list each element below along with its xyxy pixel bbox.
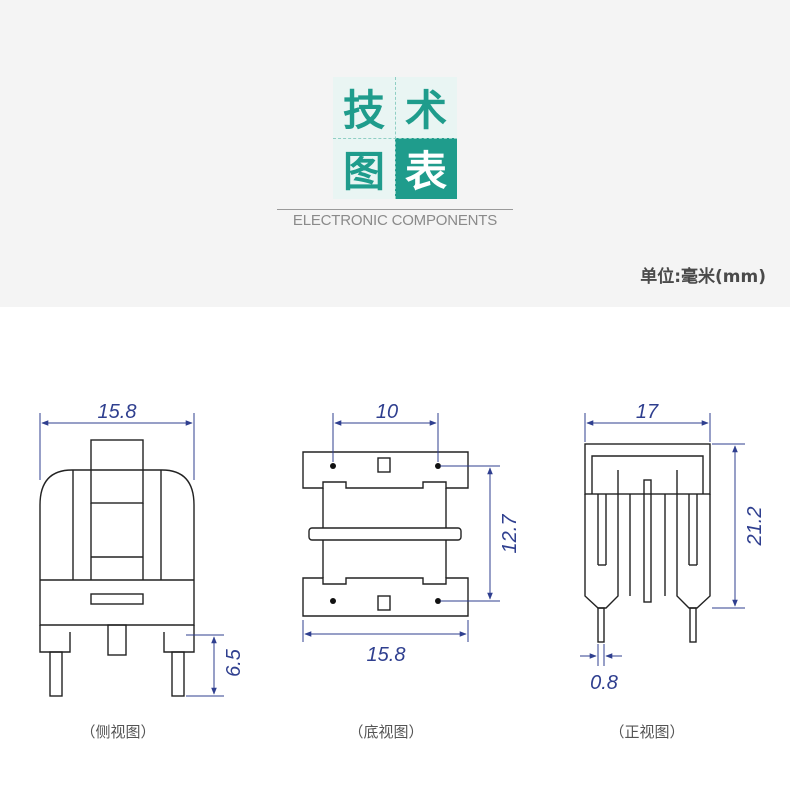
front-view-dimensions	[580, 413, 745, 666]
bottom-view-dimensions	[302, 413, 500, 642]
bottom-view-pin-dot	[330, 463, 336, 469]
side-view-clip	[90, 439, 144, 504]
subtitle-rule	[277, 209, 513, 210]
side-view-dimensions	[39, 413, 224, 697]
bottom-view-pin-dot	[435, 463, 441, 469]
side-view-pin	[49, 651, 63, 697]
front-width-dim-label: 17	[636, 401, 659, 423]
unit-label: 单位:毫米(mm)	[640, 267, 766, 287]
logo-char-3: 图	[333, 138, 395, 199]
side-width-dim-label: 15.8	[98, 401, 137, 423]
bottom-view-caption: （底视图）	[348, 723, 424, 741]
side-view-slot	[90, 593, 144, 605]
bottom-pitch-dim-label: 12.7	[499, 514, 521, 554]
front-view-center-pin	[643, 479, 652, 603]
logo-char-4: 表	[395, 138, 457, 199]
tech-chart-logo: 技 术 图 表	[333, 77, 457, 199]
bottom-view-center-plate	[308, 527, 462, 541]
front-view-right-leg	[676, 470, 711, 609]
front-pin-dim-label: 0.8	[590, 672, 618, 694]
side-view-foot	[163, 625, 195, 653]
front-height-dim-label: 21.2	[744, 507, 766, 547]
front-view-top-bar	[584, 443, 711, 495]
front-view-pin	[597, 607, 605, 643]
side-view-body	[39, 469, 195, 626]
side-view	[39, 439, 195, 697]
bottom-width-dim-label: 15.8	[367, 644, 406, 666]
logo-char-1: 技	[333, 77, 395, 138]
side-pin-dim-label: 6.5	[223, 648, 245, 677]
bottom-view-notch	[377, 595, 391, 611]
side-view-center-tab	[107, 624, 127, 656]
front-view	[584, 443, 711, 643]
logo-grid-line	[333, 138, 457, 139]
bottom-view-pin-dot	[435, 598, 441, 604]
side-view-foot	[39, 625, 71, 653]
front-view-pin	[689, 607, 697, 643]
front-view-caption: （正视图）	[609, 723, 685, 741]
front-view-left-leg	[584, 470, 619, 609]
bottom-view-pins	[330, 463, 441, 604]
bottom-spacing-dim-label: 10	[376, 401, 398, 423]
side-view-caption: （侧视图）	[80, 723, 156, 741]
bottom-view-notch	[377, 457, 391, 473]
logo-subtitle: ELECTRONIC COMPONENTS	[292, 212, 498, 229]
bottom-view	[302, 451, 469, 617]
logo-char-2: 术	[395, 77, 457, 138]
side-view-pin	[171, 651, 185, 697]
header-banner: 技 术 图 表 ELECTRONIC COMPONENTS 单位:毫米(mm)	[0, 0, 790, 307]
bottom-view-pin-dot	[330, 598, 336, 604]
bottom-view-bottom-flange	[302, 577, 469, 617]
